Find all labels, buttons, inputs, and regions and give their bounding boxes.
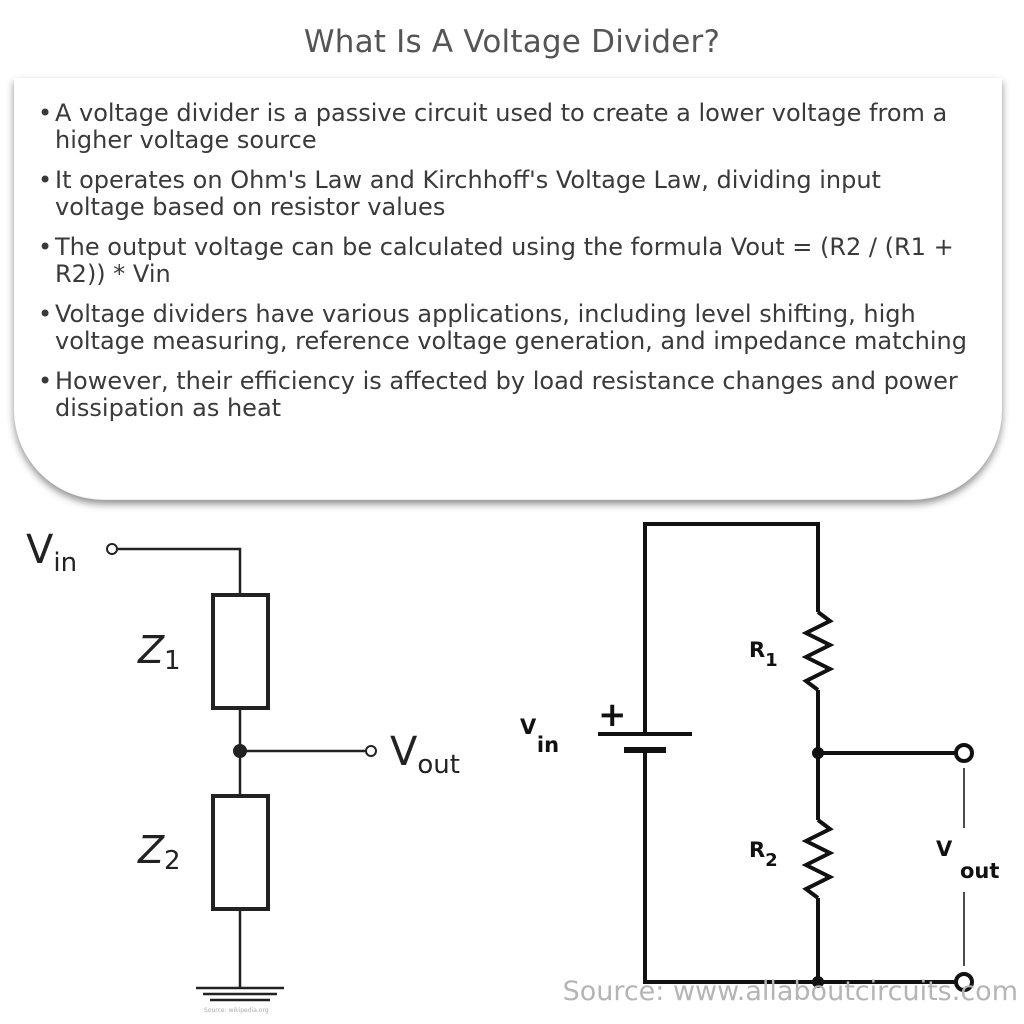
bullet-item: •It operates on Ohm's Law and Kirchhoff'… <box>38 167 978 221</box>
vout-subscript-right: out <box>960 859 999 883</box>
bullet-dot-icon: • <box>38 367 53 395</box>
summary-card: •A voltage divider is a passive circuit … <box>14 78 1002 500</box>
vout-terminal-icon <box>365 745 377 757</box>
r1-subscript: 1 <box>765 650 778 671</box>
left-source-credit: Source: wikipedia.org <box>204 1007 269 1014</box>
ground-icon <box>196 986 284 1002</box>
r2-subscript: 2 <box>765 850 778 871</box>
bullet-text: However, their efficiency is affected by… <box>55 367 958 422</box>
r2-resistor <box>801 818 835 900</box>
vin-label: Vin <box>26 527 77 578</box>
bullet-text: A voltage divider is a passive circuit u… <box>55 99 948 154</box>
vin-wire <box>117 547 242 595</box>
r1-label: R1 <box>749 638 778 671</box>
top-wire <box>643 522 820 732</box>
z2-resistor <box>211 794 270 911</box>
bullet-dot-icon: • <box>38 300 53 328</box>
bullet-item: •A voltage divider is a passive circuit … <box>38 100 978 154</box>
bottom-wire <box>643 752 820 984</box>
z1-subscript: 1 <box>164 646 181 676</box>
vin-label-right: Vin <box>520 715 559 757</box>
bullet-text: Voltage dividers have various applicatio… <box>55 300 967 355</box>
r1-resistor <box>801 610 835 692</box>
bullet-list: •A voltage divider is a passive circuit … <box>38 100 978 435</box>
output-top-terminal-icon <box>954 743 974 763</box>
bullet-dot-icon: • <box>38 166 53 194</box>
vout-subscript: out <box>417 750 460 780</box>
bullet-item: •However, their efficiency is affected b… <box>38 368 978 422</box>
impedance-divider-diagram: Vin Vout Z1 Z2 Source: wikipedia.org <box>26 527 460 1014</box>
vout-label: Vout <box>390 729 460 780</box>
z1-label: Z1 <box>137 628 181 676</box>
page-title: What Is A Voltage Divider? <box>303 24 721 60</box>
vin-subscript-right: in <box>537 733 559 757</box>
output-bottom-terminal-icon <box>954 972 974 992</box>
bullet-item: •The output voltage can be calculated us… <box>38 234 978 288</box>
bullet-text: It operates on Ohm's Law and Kirchhoff's… <box>55 166 881 221</box>
bullet-dot-icon: • <box>38 99 53 127</box>
plus-sign: + <box>598 695 627 735</box>
voltage-divider-diagrams: Vin Vout Z1 Z2 Source: wikipedia.org + V… <box>26 522 1018 1014</box>
bullet-dot-icon: • <box>38 233 53 261</box>
r2-label: R2 <box>749 838 778 871</box>
z1-resistor <box>211 593 270 710</box>
bullet-text: The output voltage can be calculated usi… <box>55 233 954 288</box>
z2-label: Z2 <box>137 828 181 876</box>
bullet-item: •Voltage dividers have various applicati… <box>38 301 978 355</box>
vin-subscript: in <box>53 548 77 578</box>
vout-label-right: Vout <box>936 837 999 883</box>
vin-terminal-icon <box>106 543 118 555</box>
resistor-divider-diagram: + Vin R1 R2 Vout Source: www.allaboutcir… <box>520 522 1018 1007</box>
z2-subscript: 2 <box>164 846 181 876</box>
right-source-credit: Source: www.allaboutcircuits.com <box>563 976 1018 1007</box>
